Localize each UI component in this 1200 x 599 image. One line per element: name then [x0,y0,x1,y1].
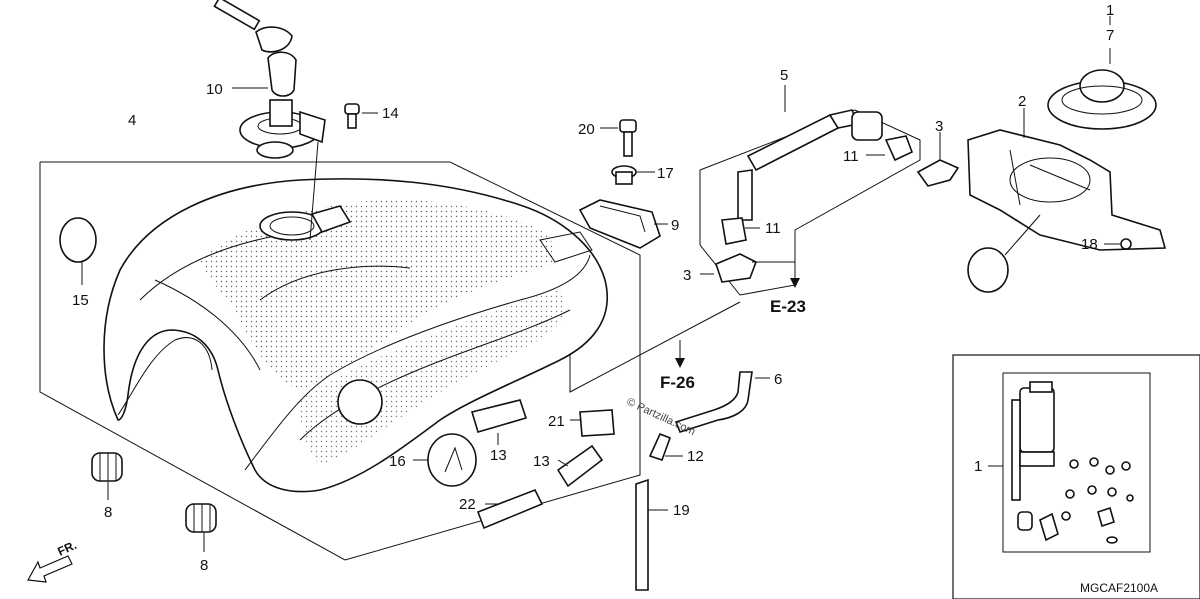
clamp-3-upper[interactable] [916,159,960,187]
fuel-pump-unit-2[interactable] [967,129,1167,293]
bolt-14[interactable] [344,103,360,129]
callout-14: 14 [382,105,399,122]
side-cap[interactable] [59,217,97,263]
callout-1: 1 [1106,2,1114,19]
emblem[interactable] [427,433,477,487]
callout-19: 19 [673,502,690,519]
callout-13: 13 [533,453,550,470]
reference-e23[interactable]: E-23 [770,297,806,316]
watermark: © Partzilla.com [625,396,697,438]
sheet-22[interactable] [476,488,544,530]
callout-8: 8 [104,504,112,521]
callout-16: 16 [389,453,406,470]
callout-3: 3 [935,118,943,135]
callout-21: 21 [548,413,565,430]
bracket-9[interactable] [578,199,661,249]
reference-f26[interactable]: F-26 [660,373,695,392]
sheet-21[interactable] [579,409,615,437]
fuel-cap-with-key[interactable] [213,0,326,159]
callout-3: 3 [683,267,691,284]
tank-group-outline [39,161,641,561]
collar-17[interactable] [611,165,637,185]
callout-6: 6 [774,371,782,388]
bolt-20[interactable] [619,119,637,157]
fuel-pump-cover-7[interactable] [1047,69,1157,130]
callout-18: 18 [1081,236,1098,253]
rubber-mount-upper[interactable] [91,452,123,482]
callout-4: 4 [128,112,136,129]
pad-13-lower[interactable] [556,444,604,488]
callout-1: 1 [974,458,982,475]
clip-11-upper[interactable] [884,135,914,162]
front-direction-label: FR. [55,538,78,559]
inset-group-outline [1002,372,1151,553]
diagram-code: MGCAF2100A [1080,581,1158,595]
callout-9: 9 [671,217,679,234]
callout-10: 10 [206,81,223,98]
clamp-3-lower[interactable] [715,253,758,283]
callout-13: 13 [490,447,507,464]
callout-7: 7 [1106,27,1114,44]
breather-tube-6[interactable] [674,371,753,433]
fuel-tank[interactable] [103,178,608,493]
clip-11-lower[interactable] [721,217,747,245]
rubber-mount-lower[interactable] [185,503,217,533]
drain-tube-19[interactable] [635,478,649,591]
fuel-sender-hose[interactable] [737,109,883,221]
nut-18[interactable] [1120,238,1132,250]
inset-box [952,354,1200,599]
callout-8: 8 [200,557,208,574]
callout-17: 17 [657,165,674,182]
callout-22: 22 [459,496,476,513]
callout-2: 2 [1018,93,1026,110]
front-direction-arrow [27,555,73,583]
callout-11: 11 [843,148,859,165]
pad-13-upper[interactable] [470,399,528,433]
callout-5: 5 [780,67,788,84]
callout-15: 15 [72,292,89,309]
callout-20: 20 [578,121,595,138]
callout-11: 11 [765,220,781,237]
fuel-pump-kit-1[interactable] [1011,381,1134,544]
callout-12: 12 [687,448,704,465]
tube-12[interactable] [648,432,672,462]
